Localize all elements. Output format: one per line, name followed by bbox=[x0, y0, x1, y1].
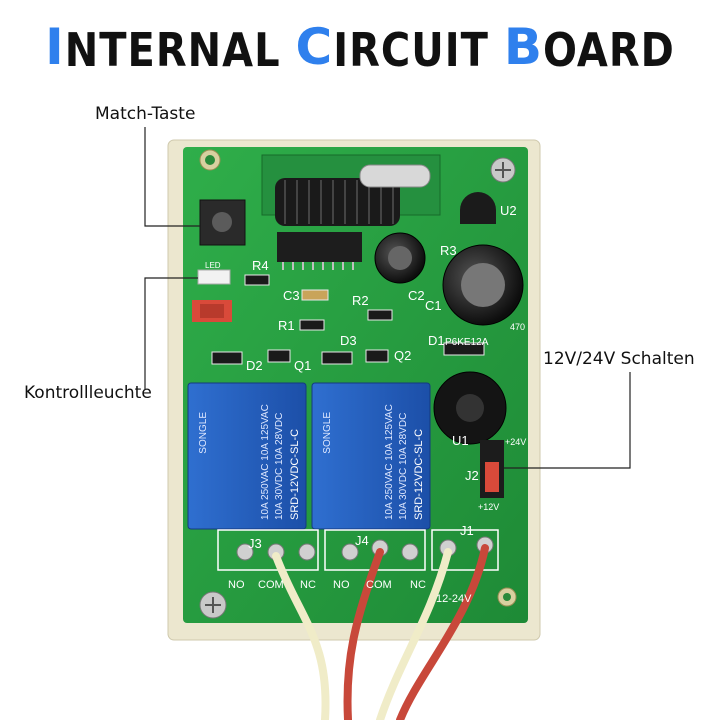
relay-1: SONGLE 10A 250VAC 10A 125VAC 10A 30VDC 1… bbox=[187, 382, 307, 530]
label-terminal-com-1: COM bbox=[258, 579, 284, 591]
label-d2: D2 bbox=[246, 358, 263, 373]
label-c1: C1 bbox=[425, 298, 442, 313]
mounting-screws bbox=[199, 149, 517, 619]
title-word-board: OARD bbox=[542, 24, 675, 78]
rf-receiver-module bbox=[261, 154, 441, 226]
label-j2: J2 bbox=[465, 468, 479, 483]
relay-2-brand: SONGLE bbox=[322, 412, 333, 454]
silkscreen-labels: R4 R1 R2 R3 C3 C2 C1 D1 D2 D3 Q1 Q2 U1 U… bbox=[205, 203, 526, 605]
label-terminal-power: 12-24V bbox=[436, 593, 472, 605]
label-plus24v: +24V bbox=[505, 437, 526, 447]
callout-lines bbox=[144, 127, 631, 469]
relay-1-rating1: 10A 250VAC 10A 125VAC bbox=[260, 404, 271, 520]
label-j1: J1 bbox=[460, 523, 474, 538]
label-q2: Q2 bbox=[394, 348, 411, 363]
wires bbox=[272, 544, 489, 720]
label-u1: U1 bbox=[452, 433, 469, 448]
label-r2: R2 bbox=[352, 293, 369, 308]
voltage-jumper[interactable] bbox=[480, 440, 504, 498]
relay-2: SONGLE 10A 250VAC 10A 125VAC 10A 30VDC 1… bbox=[311, 382, 431, 530]
relay-2-rating2: 10A 30VDC 10A 28VDC bbox=[398, 413, 409, 520]
label-j3: J3 bbox=[248, 536, 262, 551]
capacitor-c1 bbox=[442, 244, 524, 326]
label-r3: R3 bbox=[440, 243, 457, 258]
decoder-chip bbox=[277, 232, 362, 270]
title-initial-c: C bbox=[295, 18, 334, 76]
label-cap-value: 470 bbox=[510, 322, 525, 332]
label-r4: R4 bbox=[252, 258, 269, 273]
label-terminal-no-1: NO bbox=[228, 579, 245, 591]
title-initial-i: I bbox=[45, 18, 65, 76]
label-u2: U2 bbox=[500, 203, 517, 218]
relay-2-model: SRD-12VDC-SL-C bbox=[413, 429, 425, 520]
title-word-circuit: IRCUIT bbox=[333, 24, 489, 78]
relay-1-brand: SONGLE bbox=[198, 412, 209, 454]
label-tvs: P6KE12A bbox=[445, 337, 489, 348]
title-word-internal: NTERNAL bbox=[64, 24, 281, 78]
match-button[interactable] bbox=[199, 199, 246, 246]
callout-voltage-switch: 12V/24V Schalten bbox=[543, 349, 695, 369]
label-r1: R1 bbox=[278, 318, 295, 333]
label-c2: C2 bbox=[408, 288, 425, 303]
label-terminal-nc-2: NC bbox=[410, 579, 426, 591]
capacitor-c2 bbox=[374, 232, 426, 284]
label-d1: D1 bbox=[428, 333, 445, 348]
label-d3: D3 bbox=[340, 333, 357, 348]
label-plus12v: +12V bbox=[478, 502, 499, 512]
label-terminal-no-2: NO bbox=[333, 579, 350, 591]
label-q1: Q1 bbox=[294, 358, 311, 373]
title-initial-b: B bbox=[503, 18, 543, 76]
page-title: INTERNAL CIRCUIT BOARD bbox=[0, 18, 720, 78]
label-c3: C3 bbox=[283, 288, 300, 303]
regulator-u2 bbox=[460, 192, 496, 224]
buzzer bbox=[433, 371, 507, 445]
relay-1-model: SRD-12VDC-SL-C bbox=[289, 429, 301, 520]
smd-components bbox=[211, 274, 485, 365]
label-j4: J4 bbox=[355, 533, 369, 548]
label-led: LED bbox=[205, 261, 221, 270]
relay-1-rating2: 10A 30VDC 10A 28VDC bbox=[274, 413, 285, 520]
relay-2-rating1: 10A 250VAC 10A 125VAC bbox=[384, 404, 395, 520]
callout-match-button: Match-Taste bbox=[95, 104, 196, 124]
label-terminal-com-2: COM bbox=[366, 579, 392, 591]
callout-indicator-led: Kontrollleuchte bbox=[24, 383, 152, 403]
indicator-led bbox=[192, 269, 232, 322]
label-terminal-nc-1: NC bbox=[300, 579, 316, 591]
